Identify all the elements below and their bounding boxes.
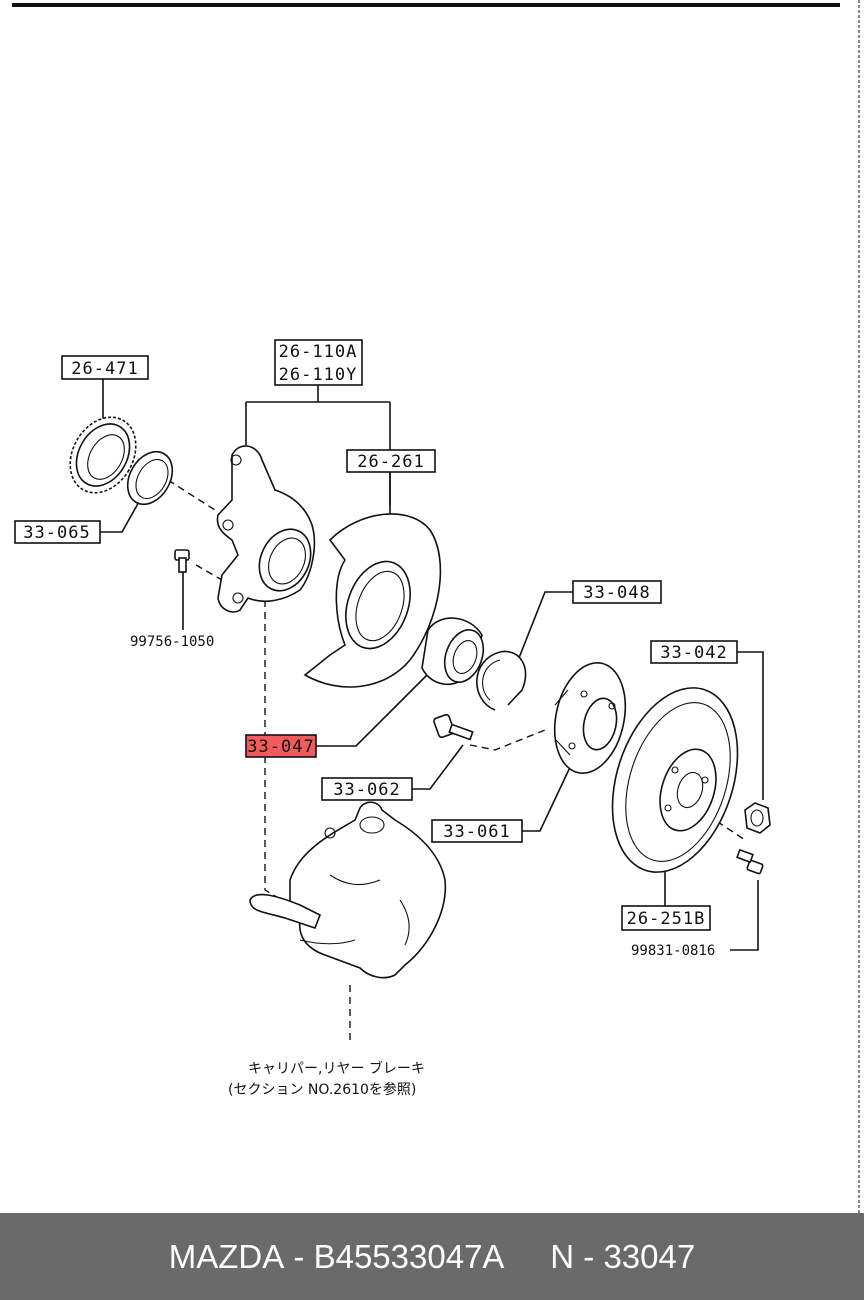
svg-text:33-061: 33-061 xyxy=(443,822,510,842)
label-knuckle[interactable]: 26-110A 26-110Y xyxy=(274,339,363,386)
label-abs-ring[interactable]: 26-471 xyxy=(61,355,149,380)
caliper-note-line2: (セクション NO.2610を参照) xyxy=(228,1081,416,1098)
footer-part-number: B45533047A xyxy=(313,1237,505,1275)
label-hub-bolt[interactable]: 33-062 xyxy=(321,777,413,801)
hub-drawing xyxy=(553,661,627,775)
label-disc[interactable]: 26-251B xyxy=(621,905,711,931)
hub-nut-drawing xyxy=(744,802,771,834)
footer-brand: MAZDA xyxy=(168,1237,285,1275)
disc-drawing xyxy=(611,687,739,873)
svg-text:33-062: 33-062 xyxy=(333,780,400,800)
label-dust-shield[interactable]: 26-261 xyxy=(346,449,436,473)
bolt-b-drawing xyxy=(736,848,764,875)
leader-lines xyxy=(100,379,764,951)
svg-text:33-042: 33-042 xyxy=(660,643,727,663)
bolt-b-number: 99831-0816 xyxy=(631,943,715,959)
label-hub-nut[interactable]: 33-042 xyxy=(650,640,738,664)
bearing-drawing xyxy=(421,617,485,686)
svg-text:33-047: 33-047 xyxy=(247,737,314,757)
caliper-note-line1: キャリパー,リヤー ブレーキ xyxy=(248,1060,425,1077)
svg-text:26-110Y: 26-110Y xyxy=(279,365,358,385)
svg-text:26-110A: 26-110A xyxy=(279,342,358,362)
label-hub[interactable]: 33-061 xyxy=(431,819,523,843)
bolt-a-drawing xyxy=(174,549,190,573)
footer-separator: - xyxy=(284,1237,314,1275)
snap-ring-drawing xyxy=(476,650,527,711)
label-snap-ring[interactable]: 33-048 xyxy=(572,580,662,604)
footer-gap xyxy=(504,1238,550,1276)
knuckle-drawing xyxy=(216,445,316,613)
oil-seal-drawing xyxy=(126,450,174,506)
svg-text:26-471: 26-471 xyxy=(71,359,138,379)
label-oil-seal[interactable]: 33-065 xyxy=(14,520,101,544)
svg-text:26-261: 26-261 xyxy=(357,452,424,472)
caliper-drawing xyxy=(249,801,447,979)
svg-text:33-048: 33-048 xyxy=(583,583,650,603)
label-bearing[interactable]: 33-047 xyxy=(245,734,317,758)
footer-bar: MAZDA - B45533047A N - 33047 xyxy=(0,1213,864,1300)
abs-ring-drawing xyxy=(69,416,137,494)
svg-text:33-065: 33-065 xyxy=(23,523,90,543)
footer-ref: N - 33047 xyxy=(550,1237,696,1275)
hub-bolt-drawing xyxy=(433,713,474,741)
dust-shield-drawing xyxy=(303,513,442,688)
parts-diagram: 26-471 26-110A 26-110Y 26-261 33-065 33-… xyxy=(12,0,860,1213)
bolt-a-number: 99756-1050 xyxy=(130,634,214,650)
svg-text:26-251B: 26-251B xyxy=(627,909,706,929)
